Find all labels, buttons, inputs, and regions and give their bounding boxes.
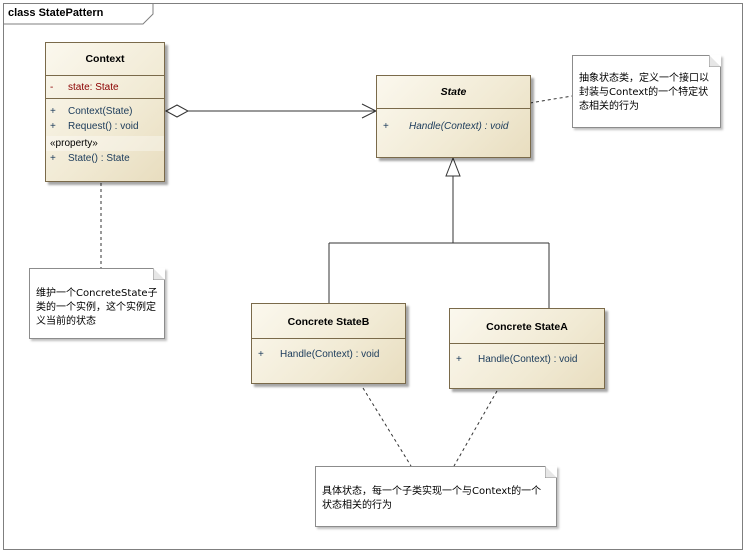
stereotype-label: «property» [46,136,164,151]
note-fold-icon [153,268,165,280]
operation-request: Request() : void [68,121,139,132]
visibility-marker: - [50,82,54,93]
operation-handle: Handle(Context) : void [409,121,509,132]
class-name: State [377,76,530,109]
note-text: 具体状态，每一个子类实现一个与Context的一个状态相关的行为 [322,486,542,511]
class-name: Context [46,43,164,76]
attribute-state: state: State [68,82,119,93]
operation-row: + State() : State [50,151,160,166]
visibility-marker: + [50,106,56,117]
operation-row: + Request() : void [50,119,160,134]
operations-section: + Handle(Context) : void [377,109,530,137]
property-state: State() : State [68,153,130,164]
operations-section: + Context(State) + Request() : void «pro… [46,99,164,169]
operation-row: + Handle(Context) : void [381,119,526,134]
note-fold-icon [709,55,721,67]
visibility-marker: + [50,153,56,164]
note-links [100,95,573,467]
visibility-marker: + [456,354,462,365]
class-state[interactable]: State + Handle(Context) : void [376,75,531,158]
note-fold-icon [545,466,557,478]
attributes-section: - state: State [46,76,164,99]
operation-handle: Handle(Context) : void [478,354,578,365]
operations-section: + Handle(Context) : void [450,344,604,370]
generalization-connector [328,156,550,308]
visibility-marker: + [383,121,389,132]
visibility-marker: + [50,121,56,132]
class-context[interactable]: Context - state: State + Context(State) … [45,42,165,182]
visibility-marker: + [258,349,264,360]
operation-handle: Handle(Context) : void [280,349,380,360]
frame-label: class StatePattern [8,7,104,19]
operation-row: + Handle(Context) : void [454,352,600,367]
operation-row: + Context(State) [50,104,160,119]
operation-row: + Handle(Context) : void [256,347,401,362]
diagram-frame [3,3,743,550]
note-state[interactable]: 抽象状态类，定义一个接口以封装与Context的一个特定状态相关的行为 [572,55,721,128]
attribute-row: - state: State [50,80,160,95]
note-text: 抽象状态类，定义一个接口以封装与Context的一个特定状态相关的行为 [579,73,709,112]
class-name: Concrete StateB [252,304,405,339]
note-concrete-states[interactable]: 具体状态，每一个子类实现一个与Context的一个状态相关的行为 [315,466,557,527]
class-concrete-state-b[interactable]: Concrete StateB + Handle(Context) : void [251,303,406,384]
aggregation-connector [164,103,378,119]
frame-tab [3,3,154,25]
operation-constructor: Context(State) [68,106,133,117]
note-text: 维护一个ConcreteState子类的一个实例，这个实例定义当前的状态 [36,288,158,327]
class-concrete-state-a[interactable]: Concrete StateA + Handle(Context) : void [449,308,605,389]
note-context[interactable]: 维护一个ConcreteState子类的一个实例，这个实例定义当前的状态 [29,268,165,339]
operations-section: + Handle(Context) : void [252,339,405,365]
class-name: Concrete StateA [450,309,604,344]
